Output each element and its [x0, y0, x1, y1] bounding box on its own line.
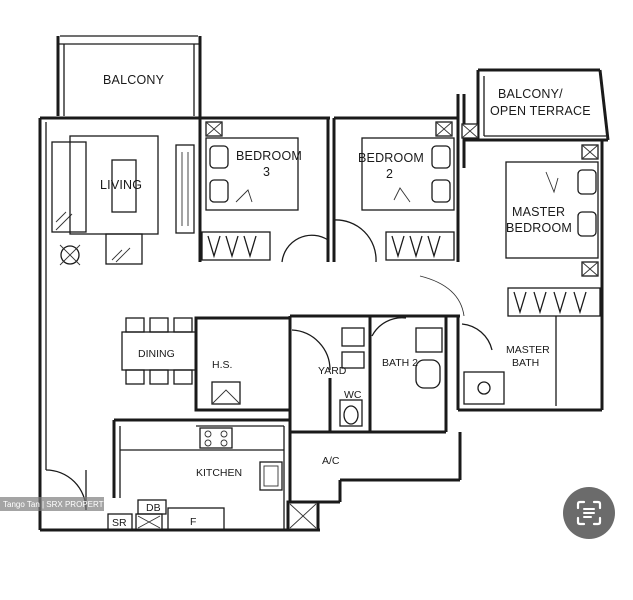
fridge-label: F: [190, 516, 196, 528]
bath-2-label: BATH 2: [382, 357, 418, 369]
ac-ledge-area: A/C: [288, 432, 462, 504]
kitchen-area: KITCHEN DB SR F: [107, 418, 320, 532]
balcony-label: BALCONY: [103, 73, 165, 87]
master-bedroom-label-1: MASTER: [512, 205, 565, 219]
bedroom-3-area: BEDROOM 3: [198, 112, 330, 263]
living-label: LIVING: [100, 178, 142, 192]
hs-label: H.S.: [212, 359, 232, 371]
service-area: YARD WC BATH 2 MASTER BATH: [288, 314, 602, 440]
db-label: DB: [146, 502, 161, 514]
ac-label: A/C: [322, 455, 340, 467]
bedroom-2-label-2: 2: [386, 167, 393, 181]
living-area: LIVING: [38, 116, 206, 530]
yard-label: YARD: [318, 365, 347, 377]
dining-area: DINING: [121, 317, 197, 385]
google-lens-icon: [576, 500, 602, 526]
dining-label: DINING: [138, 348, 175, 360]
watermark-text: Tango Tan | SRX PROPERTY: [3, 500, 109, 509]
kitchen-label: KITCHEN: [196, 467, 242, 479]
bedroom-3-label-2: 3: [263, 165, 270, 179]
household-shelter-area: H.S.: [194, 316, 292, 412]
master-bedroom-area: MASTER BEDROOM: [419, 123, 608, 410]
balcony-area: BALCONY: [56, 35, 202, 116]
bedroom-3-label-1: BEDROOM: [236, 149, 302, 163]
master-bath-label-2: BATH: [512, 357, 539, 369]
master-bath-label-1: MASTER: [506, 344, 550, 356]
wc-label: WC: [344, 389, 362, 401]
bedroom-2-label-1: BEDROOM: [358, 151, 424, 165]
bedroom-2-area: BEDROOM 2: [332, 94, 466, 263]
master-bedroom-label-2: BEDROOM: [506, 221, 572, 235]
watermark: Tango Tan | SRX PROPERTY: [0, 497, 109, 511]
sr-label: SR: [112, 517, 127, 529]
balcony-open-terrace-area: BALCONY/ OPEN TERRACE: [476, 68, 610, 141]
google-lens-button[interactable]: [563, 487, 615, 539]
balcony-open-terrace-label-2: OPEN TERRACE: [490, 104, 591, 118]
balcony-open-terrace-label-1: BALCONY/: [498, 87, 563, 101]
